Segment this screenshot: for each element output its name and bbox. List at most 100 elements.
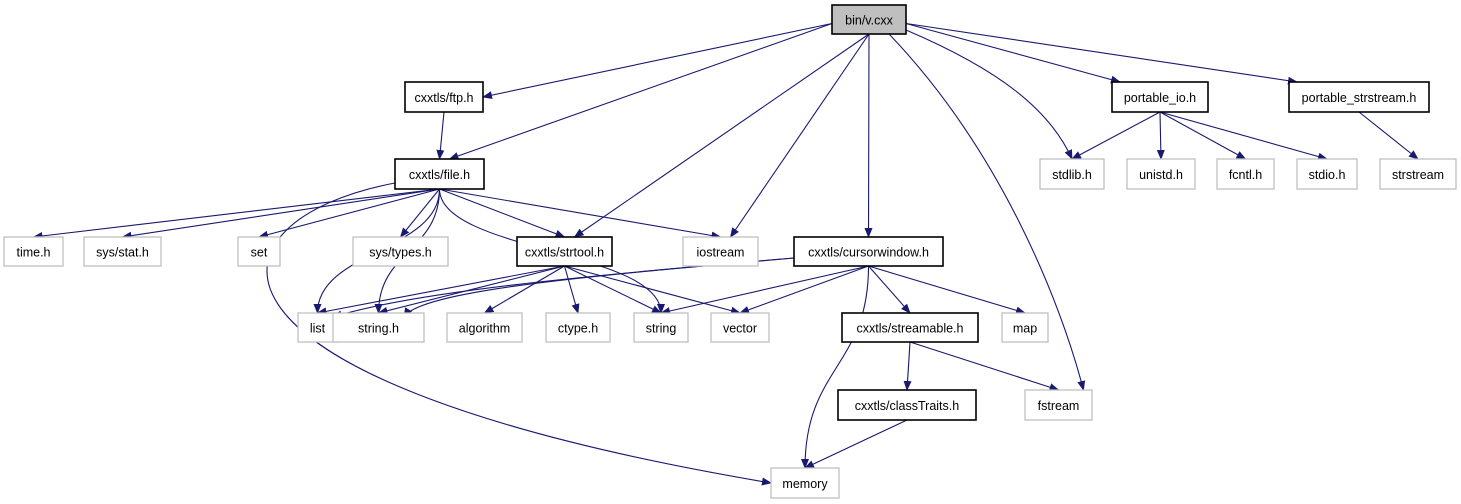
node-label: time.h — [16, 246, 50, 260]
node-label: strstream — [1392, 168, 1444, 182]
edge-streamable-to-classTraits — [903, 341, 912, 391]
edge-file-to-iostream — [439, 188, 722, 240]
edge-v-to-cursor — [864, 33, 873, 238]
node-box — [1288, 81, 1430, 113]
edges-layer — [32, 22, 1419, 486]
node-label: stdio.h — [1309, 168, 1346, 182]
node-box — [1126, 158, 1196, 190]
node-label: unistd.h — [1139, 168, 1183, 182]
node-box — [1039, 158, 1105, 190]
edge-cursor-to-stringh — [403, 257, 795, 318]
node-box — [1111, 81, 1209, 113]
node-classtraits[interactable]: cxxtls/classTraits.h — [837, 389, 977, 421]
node-box — [793, 236, 944, 267]
node-label: cxxtls/file.h — [409, 168, 470, 182]
node-unistd: unistd.h — [1126, 158, 1196, 190]
node-time: time.h — [3, 236, 64, 267]
edge-streamable-to-fstream — [909, 341, 1060, 392]
edge-v-to-stdlib — [905, 29, 1073, 160]
edge-cursor-to-streamable — [868, 265, 911, 314]
edge-portable_io-to-stdlib — [1071, 111, 1161, 160]
node-strstream: strstream — [1379, 158, 1457, 190]
node-label: cxxtls/classTraits.h — [855, 399, 959, 413]
node-vector: vector — [710, 312, 770, 343]
node-iostream: iostream — [682, 236, 759, 267]
node-fstream: fstream — [1024, 389, 1093, 421]
node-box — [516, 236, 613, 267]
edge-portable_io-to-fcntl — [1159, 111, 1247, 160]
node-box — [633, 312, 689, 343]
node-memory: memory — [770, 467, 840, 499]
edge-v-to-portable_strstream — [905, 22, 1298, 85]
edge-file-to-memory — [266, 182, 772, 486]
node-box — [545, 312, 611, 343]
node-label: string.h — [358, 322, 399, 336]
node-ftp[interactable]: cxxtls/ftp.h — [404, 81, 484, 113]
node-box — [394, 158, 485, 190]
node-box — [710, 312, 770, 343]
node-box — [1296, 158, 1358, 190]
node-label: cxxtls/cursorwindow.h — [808, 246, 929, 260]
node-box — [297, 312, 338, 343]
edge-strtool-to-list — [316, 265, 565, 316]
node-box — [1024, 389, 1093, 421]
node-label: map — [1013, 322, 1037, 336]
node-box — [1379, 158, 1457, 190]
node-label: list — [310, 322, 326, 336]
edge-file-to-time — [32, 188, 440, 240]
node-label: stdlib.h — [1052, 168, 1092, 182]
node-label: algorithm — [459, 322, 510, 336]
edge-v-to-portable_io — [905, 22, 1121, 84]
node-stringh: string.h — [332, 312, 425, 343]
edge-portable_io-to-stdio — [1159, 111, 1328, 161]
edge-cursor-to-vector — [739, 265, 869, 314]
edge-strtool-to-vector — [564, 265, 741, 315]
node-map: map — [1001, 312, 1049, 343]
node-streamable[interactable]: cxxtls/streamable.h — [841, 312, 979, 343]
node-box — [332, 312, 425, 343]
node-list: list — [297, 312, 338, 343]
node-box — [404, 81, 484, 113]
node-v[interactable]: bin/v.cxx — [831, 4, 907, 35]
node-box — [682, 236, 759, 267]
node-box — [837, 389, 977, 421]
node-types: sys/types.h — [352, 236, 449, 267]
node-cursor[interactable]: cxxtls/cursorwindow.h — [793, 236, 944, 267]
edge-cursor-to-map — [868, 265, 1026, 315]
node-label: portable_strstream.h — [1302, 91, 1417, 105]
node-label: bin/v.cxx — [845, 14, 893, 28]
node-box — [831, 4, 907, 35]
edge-v-to-file — [448, 22, 833, 160]
edge-strtool-to-algorithm — [483, 265, 565, 314]
node-label: cxxtls/strtool.h — [525, 246, 604, 260]
node-box — [1001, 312, 1049, 343]
node-label: cxxtls/ftp.h — [414, 91, 473, 105]
edge-file-to-stat — [121, 188, 440, 240]
edge-v-to-iostream — [729, 33, 870, 238]
node-file[interactable]: cxxtls/file.h — [394, 158, 485, 190]
node-label: iostream — [697, 246, 745, 260]
node-stat: sys/stat.h — [83, 236, 162, 267]
node-ctype: ctype.h — [545, 312, 611, 343]
node-box — [352, 236, 449, 267]
node-label: ctype.h — [558, 322, 598, 336]
node-algorithm: algorithm — [446, 312, 523, 343]
edge-v-to-strtool — [573, 33, 870, 238]
node-box — [83, 236, 162, 267]
node-box — [1216, 158, 1275, 190]
node-portable-io[interactable]: portable_io.h — [1111, 81, 1209, 113]
node-label: sys/stat.h — [96, 246, 149, 260]
node-portable-strstream[interactable]: portable_strstream.h — [1288, 81, 1430, 113]
node-label: portable_io.h — [1124, 91, 1196, 105]
node-label: fstream — [1038, 399, 1080, 413]
edge-v-to-ftp — [482, 22, 833, 100]
node-fcntl: fcntl.h — [1216, 158, 1275, 190]
edge-cursor-to-memory — [801, 265, 870, 469]
node-strtool[interactable]: cxxtls/strtool.h — [516, 236, 613, 267]
edge-strtool-to-ctype — [563, 265, 580, 314]
node-label: string — [646, 322, 677, 336]
node-label: fcntl.h — [1229, 168, 1262, 182]
edge-file-to-set — [258, 188, 440, 239]
node-stdio: stdio.h — [1296, 158, 1358, 190]
node-label: cxxtls/streamable.h — [857, 322, 964, 336]
